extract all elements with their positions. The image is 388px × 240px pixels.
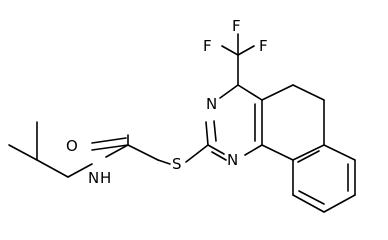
atom-n-ring-lower: N [227, 151, 238, 169]
atom-n-ring-upper: N [206, 95, 217, 113]
bond-c6a-c7 [323, 144, 356, 161]
bond-carbonyl-o-2 [91, 137, 127, 144]
atom-h-amide: H [100, 169, 111, 187]
bond-c5-c6 [292, 84, 325, 101]
bond-n-lower-c2-dbl [211, 151, 227, 161]
bond-c8-c9 [323, 194, 356, 213]
atom-n-amide: N [88, 169, 99, 187]
atom-o: O [66, 137, 78, 155]
bond-n-lower-c2 [207, 144, 225, 155]
bond-cf3-f-right [237, 45, 255, 56]
atom-f-right: F [259, 37, 268, 55]
bond-c10a-c6a [292, 144, 325, 161]
bond-carbonyl-ch2b [127, 144, 159, 161]
atom-f-left: F [203, 37, 212, 55]
structure-canvas: F F F N N S O N H [8, 17, 356, 213]
atom-f-top: F [232, 17, 241, 35]
bonds [8, 33, 356, 213]
bond-c2-n-upper [205, 121, 209, 146]
atom-labels: F F F N N S O N H [66, 17, 268, 187]
bond-ch2-s [157, 159, 171, 165]
molecule-drawing: F F F N N S O N H [8, 17, 356, 213]
bond-ch-ch2 [36, 159, 69, 178]
bond-methyl1-ch [8, 144, 38, 161]
bond-c2-n-upper-dbl [213, 120, 217, 142]
bond-c10b-n-lower [244, 144, 263, 156]
bond-carbonyl-o-1 [91, 144, 129, 151]
bond-c6a-c10a-dbl [297, 150, 320, 163]
bond-cf3-f-left [221, 45, 239, 56]
bond-c9-c10-dbl [298, 190, 325, 205]
bond-c10b-c10a [261, 144, 294, 161]
bond-ch2-nh [67, 163, 93, 178]
bond-c9-c10 [292, 194, 325, 213]
bond-c4-c4a [237, 84, 263, 101]
bond-s-c2 [185, 144, 209, 163]
atom-s: S [172, 155, 182, 173]
bond-nh-carbonyl [105, 144, 129, 158]
bond-n-upper-c4 [219, 84, 239, 99]
bond-c4a-c5 [261, 84, 294, 101]
